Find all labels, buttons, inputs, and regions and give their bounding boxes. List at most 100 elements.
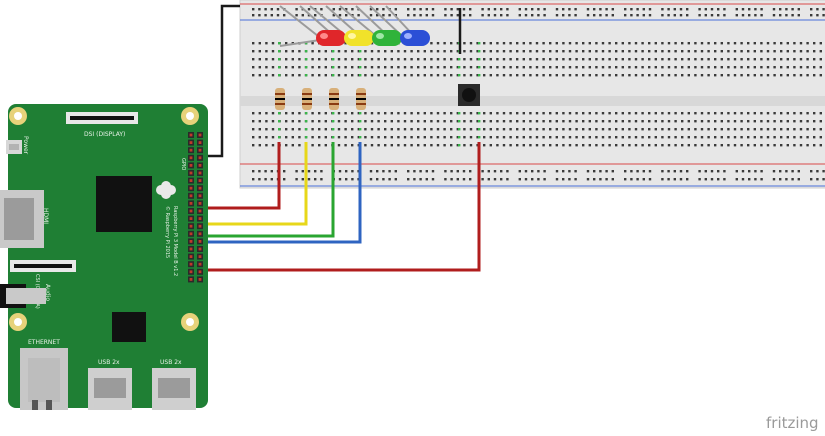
breadboard-hole [357, 120, 360, 123]
breadboard-hole [595, 74, 598, 77]
breadboard-hole [601, 144, 605, 147]
wire-ground [206, 4, 462, 158]
model-label-2: © Raspberry Pi 2015 [164, 206, 171, 258]
gpio-pin-core [198, 278, 202, 281]
breadboard-hole [615, 74, 618, 77]
breadboard-hole [806, 42, 809, 45]
breadboard-hole [667, 66, 671, 69]
breadboard-hole [489, 112, 492, 115]
breadboard-hole [390, 136, 393, 139]
breadboard-hole [351, 58, 354, 61]
breadboard-hole [506, 170, 509, 173]
breadboard-hole [258, 66, 261, 69]
breadboard-hole [793, 50, 796, 53]
breadboard-hole [727, 50, 730, 53]
breadboard-hole [531, 170, 534, 173]
breadboard-hole [595, 136, 598, 139]
breadboard-hole [430, 112, 433, 115]
breadboard-hole [509, 50, 512, 53]
breadboard-hole [252, 120, 255, 123]
breadboard-hole [568, 14, 571, 17]
breadboard-hole [568, 58, 572, 61]
breadboard-hole [654, 58, 657, 61]
breadboard-hole [621, 128, 624, 131]
breadboard-hole [707, 136, 710, 139]
breadboard-hole [271, 112, 275, 115]
breadboard-hole [667, 74, 671, 77]
breadboard-hole [318, 50, 321, 53]
breadboard-hole [384, 58, 387, 61]
breadboard-hole [595, 50, 598, 53]
breadboard-hole [264, 170, 267, 173]
breadboard-hole [462, 8, 466, 11]
breadboard-hole [376, 14, 379, 17]
breadboard-hole [624, 8, 627, 11]
breadboard-hole [351, 144, 354, 147]
breadboard-hole [529, 42, 532, 45]
breadboard-hole [291, 58, 294, 61]
breadboard-hole [285, 50, 288, 53]
breadboard-hole [382, 170, 385, 173]
breadboard-hole [384, 128, 387, 131]
breadboard-hole [549, 42, 552, 45]
breadboard [239, 0, 825, 189]
breadboard-hole [605, 14, 608, 17]
breadboard-hole [359, 58, 362, 61]
breadboard-hole [748, 8, 751, 11]
breadboard-hole [338, 178, 342, 181]
breadboard-hole [754, 8, 757, 11]
breadboard-hole [417, 74, 420, 77]
breadboard-hole [586, 178, 590, 181]
breadboard-hole [698, 170, 701, 173]
breadboard-hole [760, 144, 763, 147]
breadboard-hole [679, 178, 683, 181]
breadboard-hole [766, 112, 770, 115]
breadboard-hole [636, 178, 639, 181]
breadboard-hole [813, 74, 816, 77]
breadboard-hole [593, 8, 596, 11]
breadboard-hole [710, 14, 714, 17]
breadboard-hole [522, 74, 525, 77]
breadboard-hole [599, 170, 602, 173]
breadboard-hole [430, 50, 433, 53]
breadboard-hole [324, 66, 327, 69]
breadboard-hole [382, 178, 385, 181]
breadboard-hole [747, 112, 750, 115]
breadboard-hole [305, 42, 308, 45]
breadboard-hole [370, 128, 374, 131]
breadboard-hole [344, 42, 347, 45]
raspberry-pi-board: DSI (DISPLAY) Power Raspberry Pi 3 Model… [0, 104, 208, 410]
breadboard-hole [704, 14, 707, 17]
breadboard-hole [529, 144, 532, 147]
breadboard-hole [562, 42, 565, 45]
breadboard-hole [500, 8, 503, 11]
breadboard-hole [337, 120, 341, 123]
breadboard-hole [634, 112, 638, 115]
breadboard-hole [595, 42, 598, 45]
gpio-pin-core [189, 133, 193, 137]
breadboard-hole [370, 144, 374, 147]
breadboard-hole [496, 74, 499, 77]
breadboard-hole [500, 178, 503, 181]
breadboard-hole [535, 74, 539, 77]
breadboard-hole [595, 128, 598, 131]
breadboard-hole [276, 14, 280, 17]
breadboard-hole [601, 50, 605, 53]
breadboard-hole [332, 50, 335, 53]
breadboard-hole [661, 50, 664, 53]
breadboard-hole [285, 144, 288, 147]
breadboard-hole [648, 50, 651, 53]
breadboard-hole [265, 42, 268, 45]
breadboard-hole [555, 58, 558, 61]
breadboard-hole [766, 120, 770, 123]
breadboard-hole [667, 58, 671, 61]
breadboard-hole [694, 74, 697, 77]
breadboard-hole [608, 66, 611, 69]
breadboard-hole [344, 74, 347, 77]
breadboard-hole [575, 120, 578, 123]
breadboard-hole [766, 66, 770, 69]
breadboard-hole [524, 178, 528, 181]
usb1-label: USB 2x [98, 359, 120, 366]
breadboard-hole [700, 120, 704, 123]
breadboard-hole [359, 50, 362, 53]
